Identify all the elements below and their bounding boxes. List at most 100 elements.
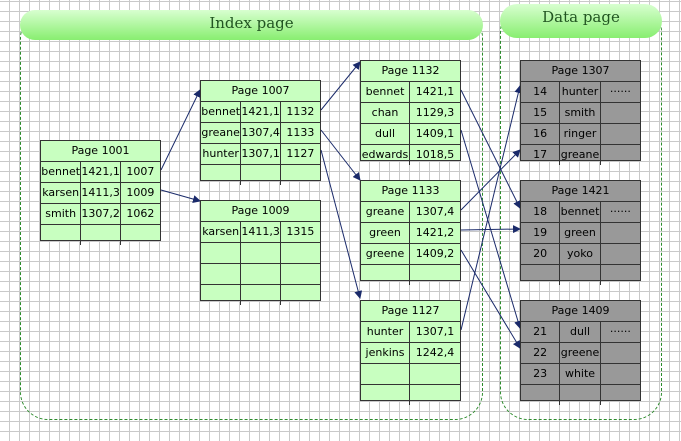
key-cell: bennet <box>201 102 242 122</box>
name-cell: dull <box>560 322 601 342</box>
pointer-cell: 1127 <box>286 147 315 160</box>
page-title: Page 1409 <box>521 301 640 322</box>
rid-cell: 1411,3 <box>241 222 281 242</box>
key-cell: hunter <box>361 322 411 342</box>
table-row <box>201 285 320 305</box>
name-cell: greene <box>560 343 601 363</box>
row-number-cell: 15 <box>521 103 561 123</box>
rid-cell <box>241 165 281 185</box>
key-cell: karsen <box>201 222 242 242</box>
arrow-1007-1127 <box>320 149 363 299</box>
pointer-cell <box>281 285 320 305</box>
table-row <box>361 265 460 285</box>
rid-cell: 1242,4 <box>415 346 455 359</box>
key-cell <box>361 385 411 405</box>
pointer-cell <box>281 165 320 185</box>
table-row <box>521 385 640 405</box>
rid-cell: 1307,4 <box>241 123 281 143</box>
table-row <box>201 165 320 185</box>
rid-cell <box>410 385 460 405</box>
key-cell: greane <box>361 202 411 222</box>
rid-cell: 1307,1 <box>415 325 455 338</box>
table-row <box>201 264 320 285</box>
table-row: hunter 1307,1 <box>361 322 460 343</box>
table-row <box>361 385 460 405</box>
key-cell: jenkins <box>361 343 411 363</box>
rid-cell <box>241 264 281 284</box>
pointer-cell: 1007 <box>126 165 155 178</box>
table-row <box>361 364 460 385</box>
key-cell: hunter <box>201 144 242 164</box>
rid-cell: 1409,2 <box>415 247 455 260</box>
key-cell: edwards <box>361 145 411 165</box>
more-cell: ······ <box>609 205 631 218</box>
rid-cell: 1409,1 <box>415 127 455 140</box>
data-region-title: Data page <box>542 8 620 26</box>
name-cell: greane <box>560 145 601 165</box>
name-cell: white <box>560 364 601 384</box>
rid-cell: 1421,2 <box>415 226 455 239</box>
key-cell <box>201 285 242 305</box>
row-number-cell: 22 <box>521 343 561 363</box>
more-cell <box>601 385 640 405</box>
table-row: jenkins 1242,4 <box>361 343 460 364</box>
pointer-cell: 1133 <box>286 126 315 139</box>
more-cell <box>601 145 640 165</box>
row-number-cell: 21 <box>521 322 561 342</box>
name-cell <box>560 265 601 285</box>
pointer-cell <box>121 225 160 245</box>
more-cell <box>601 343 640 363</box>
arrow-1001-1007 <box>160 89 201 171</box>
arrow-green-1421 <box>460 225 521 234</box>
key-cell: greane <box>201 123 242 143</box>
page-title: Page 1133 <box>361 181 460 202</box>
row-number-cell <box>521 265 561 285</box>
name-cell: yoko <box>560 244 601 264</box>
page-title: Page 1001 <box>41 141 160 162</box>
rid-cell: 1307,1 <box>241 144 281 164</box>
arrow-bennet-1421 <box>460 89 521 209</box>
key-cell: greene <box>361 244 411 264</box>
arrow-1001-1009 <box>160 189 201 203</box>
row-number-cell: 14 <box>521 82 561 102</box>
pointer-cell <box>281 264 320 284</box>
more-cell <box>601 265 640 285</box>
row-number-cell: 18 <box>521 202 561 222</box>
page-title: Page 1127 <box>361 301 460 322</box>
name-cell: ringer <box>560 124 601 144</box>
rid-cell: 1018,5 <box>415 148 455 161</box>
rid-cell <box>81 225 121 245</box>
more-cell <box>601 103 640 123</box>
row-number-cell: 17 <box>521 145 561 165</box>
index-region-header: Index page <box>20 10 483 40</box>
key-cell <box>361 265 411 285</box>
pointer-cell <box>281 243 320 263</box>
table-row <box>201 243 320 264</box>
rid-cell: 1307,2 <box>81 204 121 224</box>
key-cell <box>201 264 242 284</box>
page-title: Page 1421 <box>521 181 640 202</box>
index-region-title: Index page <box>209 14 294 32</box>
name-cell: green <box>560 223 601 243</box>
page-title: Page 1009 <box>201 201 320 222</box>
row-number-cell <box>521 385 561 405</box>
rid-cell: 1421,1 <box>415 85 455 98</box>
